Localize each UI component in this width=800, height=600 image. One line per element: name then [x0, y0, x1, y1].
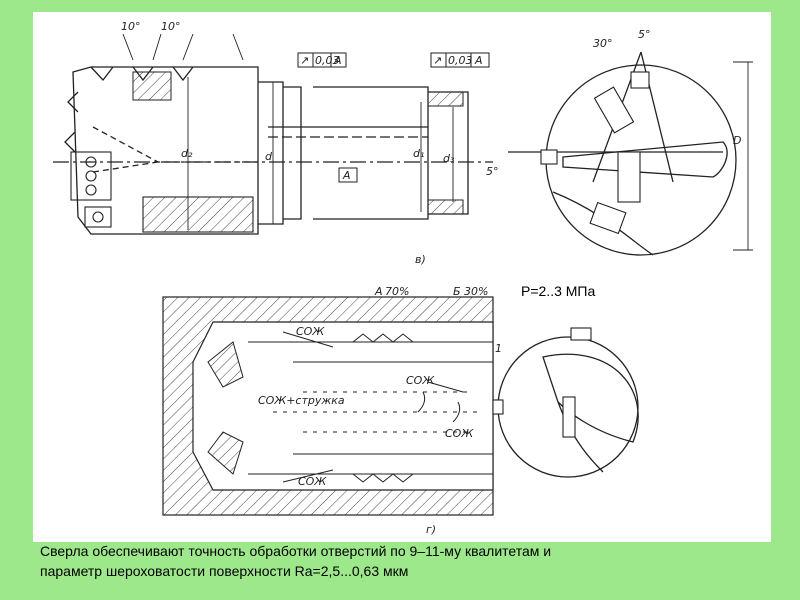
datum-box-label: A [342, 169, 351, 182]
percent-a: 70% [385, 285, 409, 298]
angle-30-label: 30° [593, 37, 613, 50]
tolerance-frame-left: ↗ 0,03 A [297, 52, 347, 68]
technical-drawing: ↗ 0,03 A ↗ 0,03 A A 10° 10° d₂ d d₁ d₃ 5… [53, 20, 753, 536]
dimension-d3-label: d₃ [443, 152, 455, 165]
drill-section-view [162, 296, 494, 516]
dimension-D-label: D [733, 134, 741, 147]
hatched-collar-bottom [427, 199, 464, 215]
angle-left-label: 10° [121, 20, 141, 33]
angle-5-label: 5° [486, 165, 499, 178]
hatched-section-head [142, 196, 254, 233]
percent-b: 30% [464, 285, 488, 298]
dimension-d2-label: d₂ [181, 147, 193, 160]
coolant-label-bottom: СОЖ [298, 475, 327, 488]
tolerance-right-datum: A [474, 54, 483, 67]
label-a: А [374, 285, 383, 298]
tolerance-frame-right: ↗ 0,03 A [430, 52, 490, 68]
dimension-d1-label: d₁ [413, 147, 424, 160]
figure-caption-v: в) [415, 253, 426, 266]
hatched-insert-seat [132, 71, 172, 101]
slide-caption: Сверла обеспечивают точность обработки о… [40, 541, 780, 581]
cutting-inserts [70, 151, 112, 228]
tolerance-left-value: 0,03 [315, 54, 340, 67]
caption-line-1: Сверла обеспечивают точность обработки о… [40, 543, 552, 559]
dimension-d-label: d [265, 150, 273, 163]
angle-5-top-label: 5° [638, 28, 651, 41]
end-view-lower-inserts [492, 327, 592, 438]
coolant-label-mid: СОЖ [406, 374, 435, 387]
drawing-panel: ↗ 0,03 A ↗ 0,03 A A 10° 10° d₂ d d₁ d₃ 5… [33, 12, 771, 542]
hatched-collar-top [427, 91, 464, 107]
part-number-label: 1 [495, 342, 502, 355]
coolant-label-top: СОЖ [296, 325, 325, 338]
label-b: Б [453, 285, 461, 298]
tolerance-right-symbol: ↗ [433, 54, 442, 67]
dimension-lines [122, 33, 753, 251]
coolant-chips-label: СОЖ+стружка [258, 394, 345, 407]
tolerance-left-symbol: ↗ [300, 54, 309, 67]
figure-caption-g: г) [426, 523, 436, 536]
angle-right-label: 10° [161, 20, 181, 33]
datum-box-frame [338, 167, 358, 183]
end-view-inserts [540, 71, 650, 235]
coolant-label-right: СОЖ [445, 427, 474, 440]
tolerance-right-value: 0,03 [448, 54, 473, 67]
tolerance-left-datum: A [333, 54, 342, 67]
caption-line-2: параметр шероховатости поверхности Ra=2,… [40, 563, 409, 579]
pressure-label: Р=2..3 МПа [521, 283, 596, 299]
